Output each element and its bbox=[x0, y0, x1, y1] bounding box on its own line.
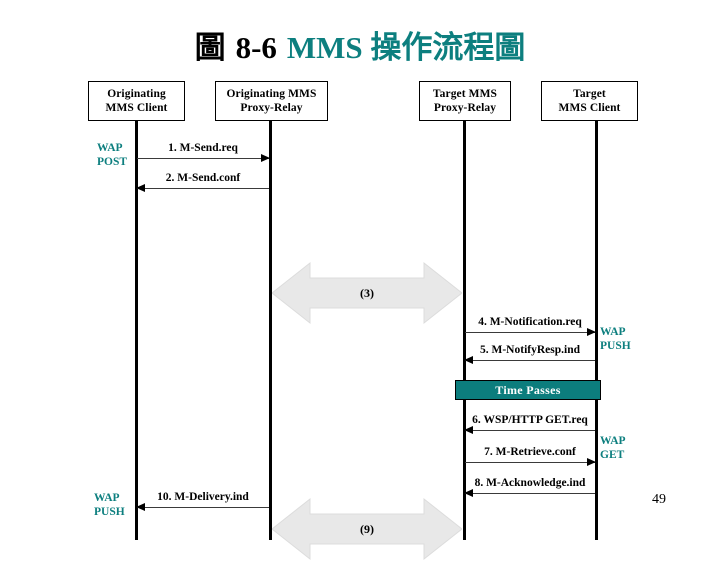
bearer-line2: GET bbox=[600, 449, 625, 462]
bearer-line1: WAP bbox=[94, 492, 120, 504]
message-arrow-8 bbox=[464, 489, 595, 497]
transfer-arrow-9: (9) bbox=[272, 495, 462, 563]
arrowhead-left-icon bbox=[464, 489, 473, 497]
actor-label-line1: Target MMS bbox=[432, 88, 498, 100]
message-arrow-2 bbox=[136, 184, 269, 192]
bearer-label-wap-get: WAP GET bbox=[600, 434, 626, 462]
page-title: 圖 8-6 MMS 操作流程圖 bbox=[0, 22, 720, 67]
bearer-line2: PUSH bbox=[600, 340, 631, 353]
message-arrow-5 bbox=[464, 356, 595, 364]
message-label-7: 7. M-Retrieve.conf bbox=[484, 446, 576, 458]
transfer-arrow-3-shape bbox=[272, 261, 462, 325]
actor-box-target-proxy: Target MMS Proxy-Relay bbox=[419, 81, 511, 121]
arrowhead-left-icon bbox=[464, 356, 473, 364]
message-arrow-6 bbox=[464, 426, 595, 434]
bearer-label-wap-push-2: WAP PUSH bbox=[94, 491, 125, 519]
actor-label-line1: Originating MMS bbox=[226, 88, 317, 100]
page-number: 49 bbox=[652, 492, 666, 507]
arrowhead-left-icon bbox=[464, 426, 473, 434]
message-label-8: 8. M-Acknowledge.ind bbox=[474, 477, 586, 489]
transfer-arrow-9-label: (9) bbox=[360, 521, 374, 536]
actor-label-line2: MMS Client bbox=[105, 102, 168, 115]
bearer-label-wap-push-1: WAP PUSH bbox=[600, 325, 631, 353]
message-label-10: 10. M-Delivery.ind bbox=[157, 491, 249, 503]
arrowhead-left-icon bbox=[136, 184, 145, 192]
lifeline-target-proxy bbox=[463, 121, 466, 540]
actor-label-line2: Proxy-Relay bbox=[240, 102, 303, 115]
message-arrow-4 bbox=[465, 328, 596, 336]
actor-label-line2: MMS Client bbox=[558, 102, 621, 115]
lifeline-orig-client bbox=[135, 121, 138, 540]
lifeline-target-client bbox=[595, 121, 598, 540]
actor-label-line1: Originating bbox=[107, 88, 166, 100]
message-label-2: 2. M-Send.conf bbox=[165, 172, 241, 184]
actor-box-orig-client: Originating MMS Client bbox=[88, 81, 185, 121]
bearer-line1: WAP bbox=[600, 435, 626, 447]
mms-sequence-diagram: Originating MMS Client Originating MMS P… bbox=[0, 70, 720, 561]
title-main-text: MMS 操作流程圖 bbox=[286, 30, 526, 65]
message-label-6: 6. WSP/HTTP GET.req bbox=[472, 414, 588, 426]
arrowhead-left-icon bbox=[136, 503, 145, 511]
title-number: 8-6 bbox=[235, 30, 277, 65]
arrowhead-right-icon bbox=[587, 458, 596, 466]
message-label-4: 4. M-Notification.req bbox=[478, 316, 582, 328]
arrowhead-right-icon bbox=[261, 154, 270, 162]
message-arrow-10 bbox=[136, 503, 269, 511]
lifeline-orig-proxy bbox=[269, 121, 272, 540]
message-arrow-7 bbox=[465, 458, 596, 466]
bearer-line2: POST bbox=[97, 156, 128, 169]
message-label-5: 5. M-NotifyResp.ind bbox=[480, 344, 580, 356]
title-prefix-cjk: 圖 bbox=[194, 30, 226, 65]
actor-box-orig-proxy: Originating MMS Proxy-Relay bbox=[215, 81, 328, 121]
message-arrow-1 bbox=[137, 154, 270, 162]
transfer-arrow-3: (3) bbox=[272, 259, 462, 327]
actor-box-target-client: Target MMS Client bbox=[541, 81, 638, 121]
transfer-arrow-3-label: (3) bbox=[360, 285, 374, 300]
actor-label-line2: Proxy-Relay bbox=[433, 102, 497, 115]
bearer-line1: WAP bbox=[600, 326, 626, 338]
time-passes-bar: Time Passes bbox=[455, 380, 601, 400]
arrowhead-right-icon bbox=[587, 328, 596, 336]
bearer-line2: PUSH bbox=[94, 506, 125, 519]
message-label-1: 1. M-Send.req bbox=[168, 142, 238, 154]
bearer-line1: WAP bbox=[97, 142, 123, 154]
bearer-label-wap-post: WAP POST bbox=[97, 141, 127, 169]
actor-label-line1: Target bbox=[573, 88, 606, 100]
